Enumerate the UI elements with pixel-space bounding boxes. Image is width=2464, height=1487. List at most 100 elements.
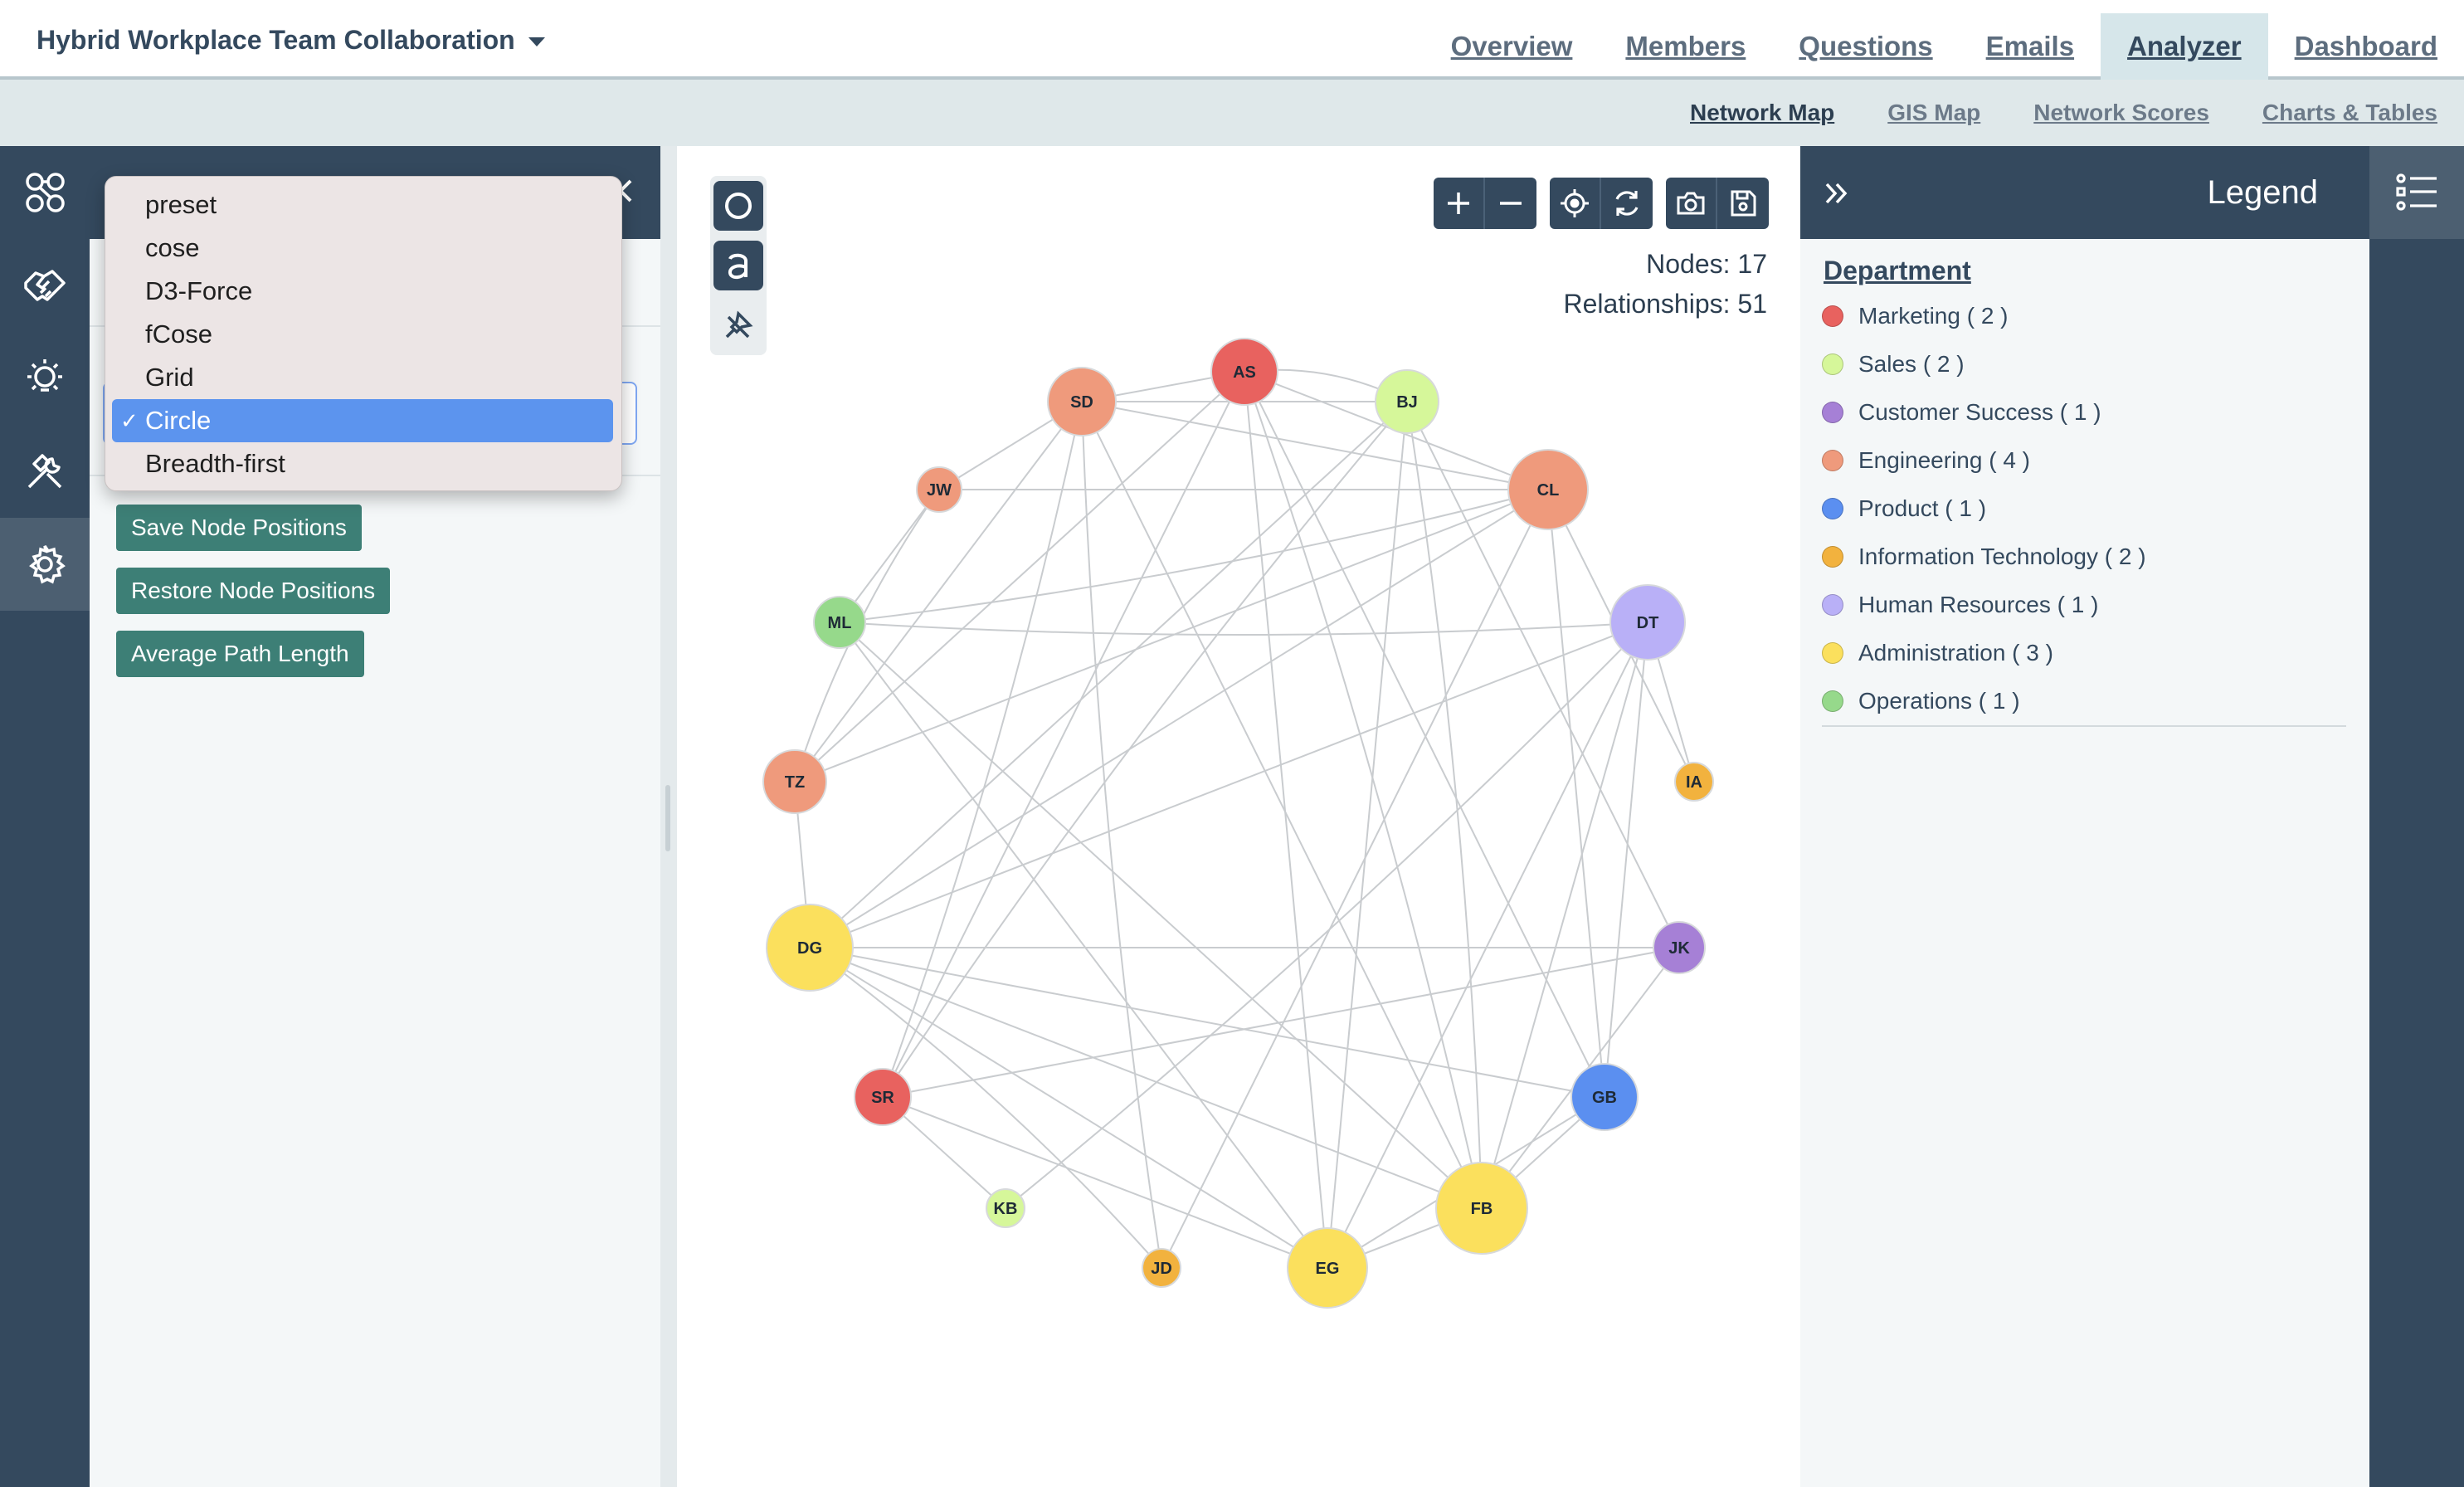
graph-edge xyxy=(794,371,1245,783)
nav-overview[interactable]: Overview xyxy=(1450,31,1573,61)
nav-analyzer[interactable]: Analyzer xyxy=(2101,13,2268,80)
save-icon xyxy=(1731,190,1756,217)
graph-node-circle[interactable] xyxy=(854,1068,912,1126)
restore-node-positions-button[interactable]: Restore Node Positions xyxy=(116,568,391,614)
nav-dashboard[interactable]: Dashboard xyxy=(2294,31,2437,61)
legend-item[interactable]: Sales ( 2 ) xyxy=(1822,340,2146,388)
graph-node-sd[interactable]: SD xyxy=(1047,367,1117,436)
graph-node-cl[interactable]: CL xyxy=(1507,449,1589,530)
graph-node-circle[interactable] xyxy=(1653,921,1706,974)
layout-option-preset[interactable]: preset xyxy=(145,190,217,219)
graph-node-circle[interactable] xyxy=(766,904,854,992)
graph-node-jk[interactable]: JK xyxy=(1653,921,1706,974)
legend-toggle[interactable] xyxy=(2369,146,2464,239)
graph-node-bj[interactable]: BJ xyxy=(1375,369,1439,434)
screenshot-button[interactable] xyxy=(1666,178,1717,229)
graph-node-circle[interactable] xyxy=(1375,369,1439,434)
graph-node-eg[interactable]: EG xyxy=(1287,1227,1368,1309)
zoom-in-button[interactable] xyxy=(1434,178,1485,229)
graph-node-circle[interactable] xyxy=(1570,1063,1639,1131)
graph-node-ml[interactable]: ML xyxy=(813,596,866,649)
graph-node-dt[interactable]: DT xyxy=(1609,584,1686,661)
pin-toggle[interactable] xyxy=(710,295,767,355)
zoom-out-button[interactable] xyxy=(1485,178,1536,229)
graph-node-tz[interactable]: TZ xyxy=(762,749,827,814)
graph-node-as[interactable]: AS xyxy=(1210,338,1278,406)
refresh-layout-button[interactable] xyxy=(1601,178,1653,229)
legend-item[interactable]: Administration ( 3 ) xyxy=(1822,629,2146,677)
graph-node-dg[interactable]: DG xyxy=(766,904,854,992)
rail-tools[interactable] xyxy=(0,425,90,518)
center-view-button[interactable] xyxy=(1550,178,1601,229)
nav-emails[interactable]: Emails xyxy=(1985,31,2075,61)
legend-item[interactable]: Customer Success ( 1 ) xyxy=(1822,388,2146,436)
label-icon xyxy=(728,253,747,280)
subnav-network-scores[interactable]: Network Scores xyxy=(2033,100,2209,125)
nav-questions[interactable]: Questions xyxy=(1799,31,1933,61)
top-header: Hybrid Workplace Team Collaboration Over… xyxy=(0,0,2464,80)
legend-item[interactable]: Engineering ( 4 ) xyxy=(1822,436,2146,485)
graph-node-ia[interactable]: IA xyxy=(1674,762,1714,802)
graph-node-circle[interactable] xyxy=(1210,338,1278,406)
save-layout-button[interactable] xyxy=(1717,178,1769,229)
graph-node-circle[interactable] xyxy=(1609,584,1686,661)
graph-node-circle[interactable] xyxy=(1047,367,1117,436)
graph-node-circle[interactable] xyxy=(1142,1248,1181,1288)
rail-collaborate[interactable] xyxy=(0,239,90,332)
rail-network[interactable] xyxy=(0,146,90,239)
project-selector[interactable]: Hybrid Workplace Team Collaboration xyxy=(37,25,545,56)
network-canvas[interactable]: AS BJ CL DT IA JK GB FB EG JD KB SR DG TZ ML JW SD Nodes… xyxy=(677,146,1800,1487)
graph-edge xyxy=(882,947,1680,1098)
subnav-network-map[interactable]: Network Map xyxy=(1690,100,1835,125)
legend-item[interactable]: Marketing ( 2 ) xyxy=(1822,292,2146,340)
graph-edge xyxy=(1081,401,1483,1209)
label-toggle[interactable] xyxy=(710,236,767,295)
subnav-charts-tables[interactable]: Charts & Tables xyxy=(2262,100,2437,125)
layout-option-grid[interactable]: Grid xyxy=(145,363,194,392)
graph-node-sr[interactable]: SR xyxy=(854,1068,912,1126)
layout-option-cose[interactable]: cose xyxy=(145,233,200,262)
graph-node-gb[interactable]: GB xyxy=(1570,1063,1639,1131)
collapse-legend-icon[interactable] xyxy=(1822,179,1850,207)
layout-option-fcose[interactable]: fCose xyxy=(145,319,212,349)
legend-item-label: Customer Success ( 1 ) xyxy=(1858,399,2101,425)
legend-item[interactable]: Product ( 1 ) xyxy=(1822,485,2146,533)
save-node-positions-button[interactable]: Save Node Positions xyxy=(116,505,362,551)
graph-stats: Nodes: 17 Relationships: 51 xyxy=(1564,244,1767,324)
graph-node-circle[interactable] xyxy=(762,749,827,814)
subnav-gis-map[interactable]: GIS Map xyxy=(1887,100,1981,125)
layout-option-d3-force[interactable]: D3-Force xyxy=(145,276,253,305)
graph-node-label: SD xyxy=(1070,393,1093,412)
graph-node-circle[interactable] xyxy=(1287,1227,1368,1309)
project-title: Hybrid Workplace Team Collaboration xyxy=(37,25,515,55)
graph-node-circle[interactable] xyxy=(1507,449,1589,530)
checkmark-icon: ✓ xyxy=(120,407,139,433)
node-shape-toggle[interactable] xyxy=(710,176,767,236)
graph-node-circle[interactable] xyxy=(813,596,866,649)
layout-option-circle[interactable]: ✓Circle xyxy=(112,399,613,442)
legend-item[interactable]: Human Resources ( 1 ) xyxy=(1822,581,2146,629)
graph-node-fb[interactable]: FB xyxy=(1435,1162,1528,1255)
graph-node-label: TZ xyxy=(785,773,805,792)
panel-resize-handle[interactable] xyxy=(660,146,677,1487)
network-graph[interactable]: AS BJ CL DT IA JK GB FB EG JD KB SR DG TZ ML JW SD xyxy=(677,146,1800,1487)
layout-option-breadth-first[interactable]: Breadth-first xyxy=(145,449,285,478)
rail-insights[interactable] xyxy=(0,332,90,425)
graph-node-circle[interactable] xyxy=(916,466,962,513)
graph-node-label: CL xyxy=(1537,481,1560,500)
graph-node-kb[interactable]: KB xyxy=(986,1188,1025,1228)
legend-item[interactable]: Operations ( 1 ) xyxy=(1822,677,2146,725)
export-toolbar xyxy=(1666,178,1769,229)
nav-members[interactable]: Members xyxy=(1625,31,1746,61)
average-path-length-button[interactable]: Average Path Length xyxy=(116,631,364,677)
legend-item[interactable]: Information Technology ( 2 ) xyxy=(1822,533,2146,581)
rail-settings[interactable] xyxy=(0,518,90,611)
legend-group-title[interactable]: Department xyxy=(1824,256,1971,285)
graph-node-jw[interactable]: JW xyxy=(916,466,962,513)
graph-edge xyxy=(1406,401,1483,1209)
graph-node-circle[interactable] xyxy=(1435,1162,1528,1255)
graph-node-jd[interactable]: JD xyxy=(1142,1248,1181,1288)
graph-edge xyxy=(1327,622,1648,1269)
graph-node-circle[interactable] xyxy=(986,1188,1025,1228)
graph-node-circle[interactable] xyxy=(1674,762,1714,802)
